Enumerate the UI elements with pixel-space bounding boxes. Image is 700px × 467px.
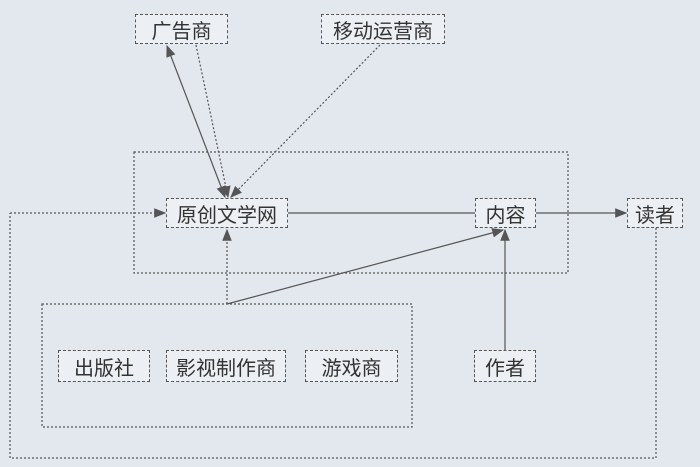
partners-content-arrow bbox=[226, 228, 505, 305]
node-reader: 读者 bbox=[627, 198, 683, 228]
node-author: 作者 bbox=[474, 350, 536, 382]
node-mobile-operator: 移动运营商 bbox=[321, 14, 445, 44]
feedback-loop bbox=[9, 213, 657, 459]
node-film-tv-producer: 影视制作商 bbox=[166, 350, 286, 382]
operator-site-dashed-arrow bbox=[230, 44, 381, 198]
node-original-lit-site: 原创文学网 bbox=[166, 198, 288, 228]
node-game-company: 游戏商 bbox=[305, 350, 398, 382]
node-publisher: 出版社 bbox=[58, 350, 150, 382]
advertiser-site-dashed-arrow bbox=[195, 44, 231, 199]
advertiser-site-arrow bbox=[166, 44, 226, 199]
node-content: 内容 bbox=[475, 198, 536, 228]
node-advertiser: 广告商 bbox=[135, 14, 228, 44]
